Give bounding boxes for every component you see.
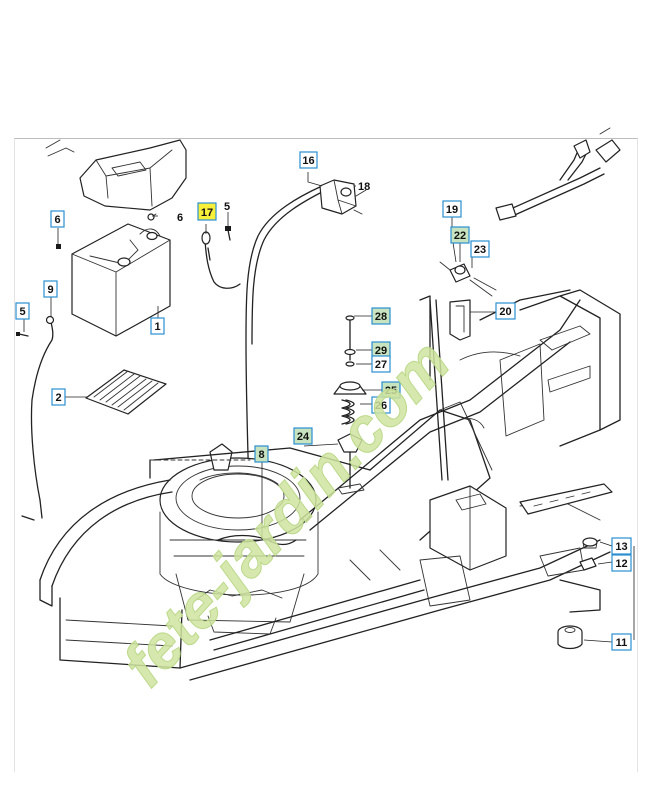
svg-text:23: 23 [474, 244, 486, 256]
svg-text:17: 17 [201, 207, 213, 219]
callout-19[interactable]: 19 [442, 200, 462, 218]
svg-text:29: 29 [375, 345, 387, 357]
knobs-right [557, 537, 598, 650]
callout-1[interactable]: 1 [150, 317, 165, 335]
callout-6-right[interactable]: 6 [177, 212, 183, 224]
svg-text:9: 9 [47, 284, 53, 296]
battery [71, 213, 171, 337]
callout-12[interactable]: 12 [611, 554, 632, 572]
svg-text:18: 18 [358, 181, 370, 193]
battery-mat [85, 369, 167, 415]
callout-18[interactable]: 18 [358, 181, 370, 193]
chassis-frame [39, 289, 621, 681]
ground-cable [21, 315, 55, 521]
callout-5-left[interactable]: 5 [15, 302, 30, 320]
svg-text:13: 13 [615, 541, 627, 553]
callout-25[interactable]: 25 [381, 381, 401, 399]
diagram-frame [14, 138, 638, 772]
callout-24[interactable]: 24 [293, 427, 313, 445]
fasteners-left [16, 213, 231, 337]
seat-switch-parts [333, 315, 367, 495]
svg-text:5: 5 [19, 306, 25, 318]
harness-parts [439, 127, 621, 341]
svg-text:8: 8 [258, 449, 264, 461]
callout-6-left[interactable]: 6 [50, 210, 65, 228]
svg-text:5: 5 [224, 201, 230, 213]
callout-26[interactable]: 26 [371, 396, 391, 414]
callout-22[interactable]: 22 [450, 226, 470, 244]
callout-27[interactable]: 27 [371, 355, 391, 373]
svg-text:16: 16 [302, 155, 314, 167]
leader-lines [23, 172, 635, 643]
callout-labels: 16 18 17 5 6 6 9 5 [15, 151, 632, 651]
callout-11[interactable]: 11 [611, 633, 632, 651]
engine [159, 443, 319, 635]
starter-cable [245, 179, 367, 521]
callout-9[interactable]: 9 [43, 280, 58, 298]
positive-cable [201, 231, 241, 289]
svg-text:20: 20 [499, 306, 511, 318]
svg-text:2: 2 [55, 392, 61, 404]
callout-2[interactable]: 2 [51, 388, 66, 406]
callout-16[interactable]: 16 [299, 151, 318, 169]
callout-29[interactable]: 29 [371, 341, 391, 359]
svg-text:27: 27 [375, 359, 387, 371]
callout-28[interactable]: 28 [371, 307, 391, 325]
callout-23[interactable]: 23 [470, 240, 490, 258]
svg-text:6: 6 [177, 212, 183, 224]
svg-text:25: 25 [385, 385, 397, 397]
svg-text:26: 26 [375, 400, 387, 412]
svg-text:28: 28 [375, 311, 387, 323]
svg-text:24: 24 [297, 431, 310, 443]
svg-text:12: 12 [615, 558, 627, 570]
callout-8[interactable]: 8 [254, 445, 269, 463]
callout-13[interactable]: 13 [611, 537, 632, 555]
hood-fragment [45, 139, 187, 211]
svg-text:22: 22 [454, 230, 466, 242]
svg-text:6: 6 [54, 214, 60, 226]
callout-20[interactable]: 20 [495, 302, 516, 320]
svg-text:19: 19 [446, 204, 458, 216]
callout-5-top[interactable]: 5 [224, 201, 230, 213]
callout-17[interactable]: 17 [197, 202, 217, 221]
svg-text:11: 11 [616, 637, 628, 649]
svg-text:1: 1 [154, 321, 160, 333]
